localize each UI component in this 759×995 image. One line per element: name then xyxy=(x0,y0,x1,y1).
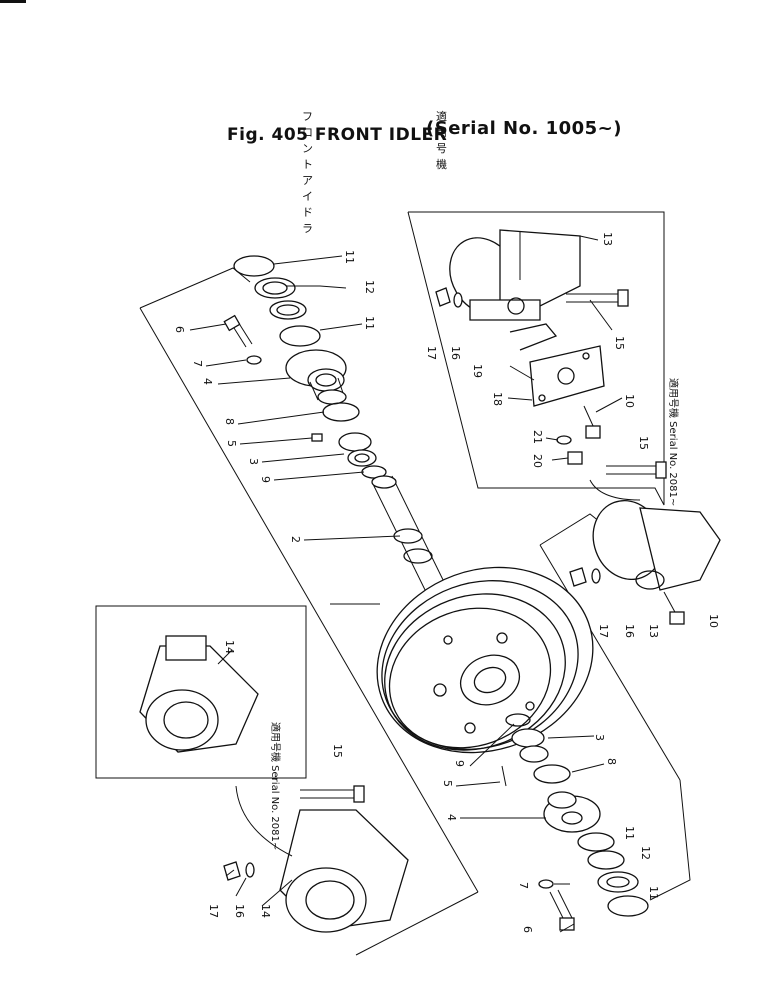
main-frame-outline xyxy=(139,267,251,309)
callout-6: 6 xyxy=(173,326,186,333)
callout-20: 20 xyxy=(531,454,544,468)
o-ring-8-top xyxy=(322,402,360,422)
collar-3-bottom xyxy=(511,728,549,763)
bracket-13-inset xyxy=(449,229,581,321)
callout-16: 16 xyxy=(623,624,636,638)
callout-16: 16 xyxy=(233,904,246,918)
callout-11: 11 xyxy=(623,826,636,840)
bolt-15-lower xyxy=(300,785,365,803)
callout-17: 17 xyxy=(425,346,438,360)
main-frame-right-edge xyxy=(539,544,681,781)
bolt-15-right xyxy=(606,461,667,479)
callout-14: 14 xyxy=(223,640,236,654)
callout-3: 3 xyxy=(247,458,260,465)
washer-21-inset xyxy=(556,435,572,445)
callout-4: 4 xyxy=(201,378,214,385)
callout-11: 11 xyxy=(363,316,376,330)
serial-range: (Serial No. 1005~) xyxy=(426,118,622,139)
washer-7-bottom xyxy=(538,879,554,889)
corner-mark xyxy=(0,0,26,3)
main-frame-bottom xyxy=(355,891,479,956)
callout-9: 9 xyxy=(453,760,466,767)
o-ring-11-third xyxy=(577,832,615,852)
seal-12-bottom xyxy=(587,850,639,893)
callout-6: 6 xyxy=(521,926,534,933)
inset-box-top-right xyxy=(407,211,665,506)
callout-15: 15 xyxy=(613,336,626,350)
nut-17-right xyxy=(569,567,587,587)
washer-16-inset xyxy=(453,292,463,308)
callout-11: 11 xyxy=(647,886,660,900)
leader-lines xyxy=(189,235,641,933)
callout-17: 17 xyxy=(597,624,610,638)
bolt-20-inset xyxy=(567,451,583,465)
callout-8: 8 xyxy=(223,418,236,425)
bolt-10-inset xyxy=(583,405,601,439)
bolt-15-inset xyxy=(566,289,629,307)
collar-3-top xyxy=(338,432,377,467)
washer-16-lower xyxy=(245,862,255,878)
title-jp-applicable: 適 用 号 機 xyxy=(436,110,449,171)
cover-4-bottom xyxy=(543,791,601,833)
o-ring-11-second xyxy=(279,325,321,347)
bolt-10-right xyxy=(663,591,685,625)
inset-box-left xyxy=(95,605,307,779)
plate-18-inset xyxy=(529,345,605,407)
callout-7: 7 xyxy=(517,882,530,889)
bolt-6-bottom xyxy=(549,889,575,931)
nut-17-inset xyxy=(435,287,451,307)
shim-19-inset xyxy=(509,323,558,351)
callout-5: 5 xyxy=(441,780,454,787)
serial-note-left: 適用号機 Serial No. 2081~ xyxy=(269,722,282,850)
callout-11: 11 xyxy=(343,250,356,264)
callout-2: 2 xyxy=(289,536,302,543)
washer-7-top xyxy=(246,355,262,365)
callout-12: 12 xyxy=(639,846,652,860)
callout-15: 15 xyxy=(637,436,650,450)
callout-16: 16 xyxy=(449,346,462,360)
bracket-13-right xyxy=(592,500,721,591)
callout-numbers: 11 12 11 6 7 4 8 5 3 9 2 13 15 17 16 19 … xyxy=(173,232,720,933)
pin-5-top xyxy=(311,433,323,442)
bolt-6-top xyxy=(223,314,253,348)
figure-title: Fig. 405 FRONT IDLER xyxy=(227,125,448,145)
callout-19: 19 xyxy=(471,364,484,378)
o-ring-11-bottom xyxy=(607,895,649,917)
main-frame-right-bottom xyxy=(649,779,691,901)
o-ring-8-bottom xyxy=(533,764,571,784)
bracket-14-lower xyxy=(279,809,409,933)
seal-12-top xyxy=(254,277,307,320)
callout-10: 10 xyxy=(623,394,636,408)
callout-4: 4 xyxy=(445,814,458,821)
callout-3: 3 xyxy=(593,734,606,741)
callout-5: 5 xyxy=(225,440,238,447)
callout-15: 15 xyxy=(331,744,344,758)
callout-9: 9 xyxy=(259,476,272,483)
title-jp-name: フロント アイドラ xyxy=(302,110,315,235)
callout-14: 14 xyxy=(259,904,272,918)
callout-10: 10 xyxy=(707,614,720,628)
callout-13: 13 xyxy=(647,624,660,638)
washer-16-right xyxy=(591,568,601,584)
main-frame-left-edge xyxy=(139,307,479,893)
callout-12: 12 xyxy=(363,280,376,294)
o-ring-11-top xyxy=(233,255,275,277)
cover-4-top xyxy=(285,349,347,405)
serial-note-top-right: 適用号機 Serial No. 2081~ xyxy=(667,378,680,506)
callout-8: 8 xyxy=(605,758,618,765)
callout-18: 18 xyxy=(491,392,504,406)
main-frame-right-top xyxy=(539,513,601,546)
seal-9-bottom xyxy=(505,713,531,727)
callout-17: 17 xyxy=(207,904,220,918)
callout-13: 13 xyxy=(601,232,614,246)
pin-5-bottom xyxy=(501,765,507,787)
callout-7: 7 xyxy=(191,360,204,367)
shaft-2 xyxy=(371,475,449,601)
callout-21: 21 xyxy=(531,430,544,444)
bracket-14-inset xyxy=(139,635,259,753)
